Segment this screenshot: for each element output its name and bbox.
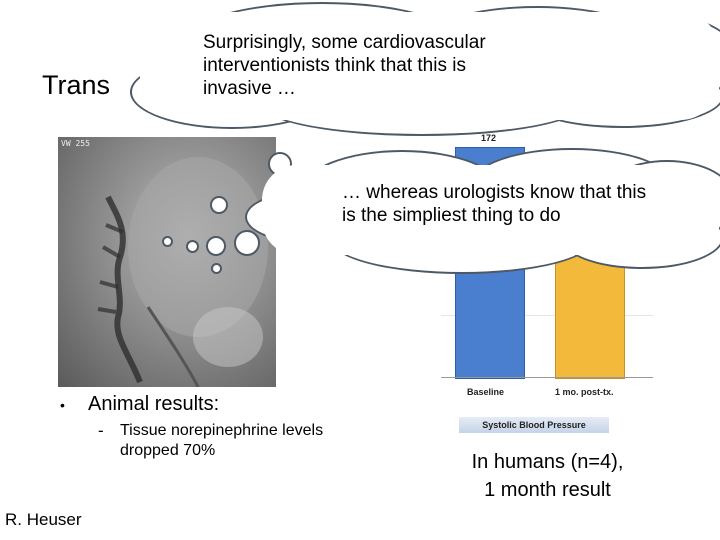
bullet-main: Animal results: <box>88 393 220 415</box>
cloud-fill <box>140 12 720 120</box>
xray-drawing <box>97 157 268 387</box>
cloud1-line2: interventionists think that this is <box>203 55 466 76</box>
gridline <box>441 315 653 316</box>
cloud1-line3: invasive … <box>203 78 296 99</box>
thought-bubble <box>206 236 226 256</box>
cloud2-line1: … whereas urologists know that this <box>342 182 647 203</box>
chart-caption: Systolic Blood Pressure <box>459 417 609 433</box>
cloud2-line2: is the simpliest thing to do <box>342 205 561 226</box>
caption-line2: 1 month result <box>484 479 611 501</box>
category-post: 1 mo. post-tx. <box>555 387 614 397</box>
x-axis <box>441 377 653 378</box>
xray-label: VW 255 <box>61 139 90 148</box>
thought-bubble <box>211 263 222 274</box>
thought-bubble <box>210 196 228 214</box>
fluoroscopy-image: VW 255 <box>58 137 276 387</box>
thought-bubble <box>234 230 260 256</box>
dash-icon: - <box>98 421 104 440</box>
bullet-sub: Tissue norepinephrine levels dropped 70% <box>120 422 324 459</box>
thought-bubble <box>162 236 173 247</box>
slide-title: Trans <box>42 70 111 100</box>
chart-result-caption: In humans (n=4), 1 month result <box>440 448 655 504</box>
cloud1-text: Surprisingly, some cardiovascular interv… <box>203 31 486 100</box>
bullet-icon: • <box>60 397 65 413</box>
category-baseline: Baseline <box>467 387 505 397</box>
bar-value-baseline: 172 <box>481 133 497 143</box>
author: R. Heuser <box>5 510 82 529</box>
cloud-fill <box>262 165 720 255</box>
caption-line1: In humans (n=4), <box>471 451 624 473</box>
cloud1-line1: Surprisingly, some cardiovascular <box>203 32 486 53</box>
thought-bubble <box>186 240 199 253</box>
cloud2-text: … whereas urologists know that this is t… <box>342 181 646 227</box>
